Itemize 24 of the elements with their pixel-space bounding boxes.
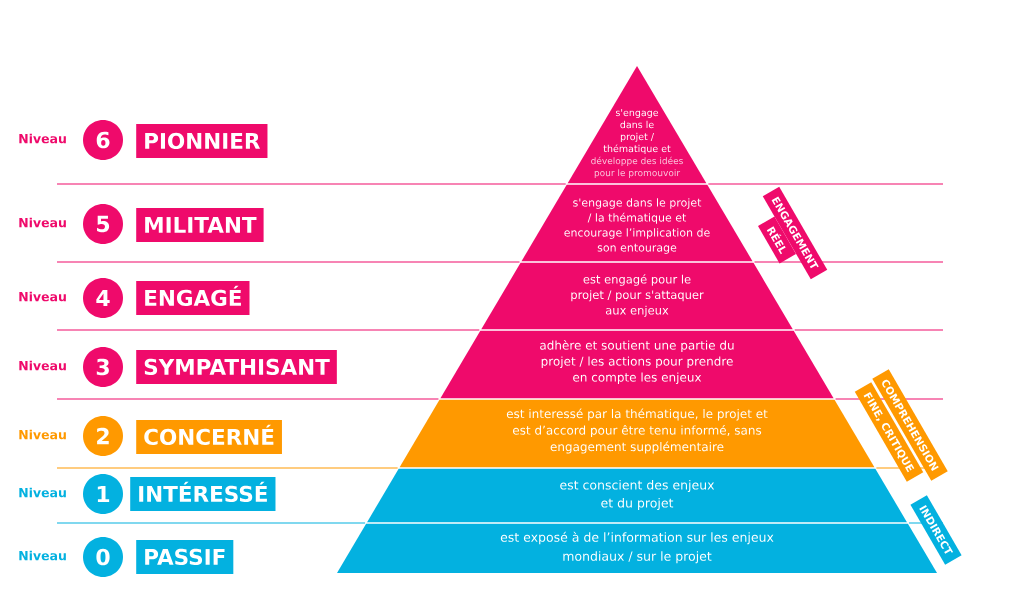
level-label: Niveau [19, 133, 66, 144]
node-label: est conscient des enjeux et du projet [560, 479, 715, 511]
node-label: développe des idées pour le promouvoir [591, 156, 683, 178]
level-label: Niveau [19, 360, 66, 371]
node-label: adhère et soutient une partie du projet / les actions pour prendre en compte les enjeux [540, 339, 734, 385]
level-name-box: PIONNIER [136, 124, 268, 158]
pyramid-band: s'engage dans le projet / thématique et développe des idées pour le promouvoir [567, 66, 707, 184]
pyramid-band: s'engage dans le projet / la thématique et encourage l’implication de son entourage [521, 184, 753, 262]
level-label: Niveau [19, 217, 66, 228]
level-label: Niveau [19, 487, 66, 498]
level-name-box: SYMPATHISANT [136, 350, 337, 384]
level-name-box: MILITANT [136, 208, 264, 242]
level-name-box: ENGAGÉ [136, 281, 250, 315]
level-label: Niveau [19, 291, 66, 302]
node-label: est engagé pour le projet / pour s'attaquer aux enjeux [571, 274, 704, 317]
level-name-box: PASSIF [136, 540, 234, 574]
node-label: s'engage dans le projet / la thématique et encourage l’implication de son entourage [564, 198, 710, 254]
level-label: Niveau [19, 550, 66, 561]
pyramid-band: adhère et soutient une partie du projet / les actions pour prendre en compte les enjeux [440, 330, 834, 399]
node-label: s'engage dans le projet / thématique et [603, 109, 671, 154]
level-label: Niveau [19, 429, 66, 440]
level-name-box: INTÉRESSÉ [130, 477, 276, 511]
node-label: est exposé à de l’information sur les enjeux mondiaux / sur le projet [500, 531, 774, 564]
level-name-box: CONCERNÉ [136, 420, 282, 454]
